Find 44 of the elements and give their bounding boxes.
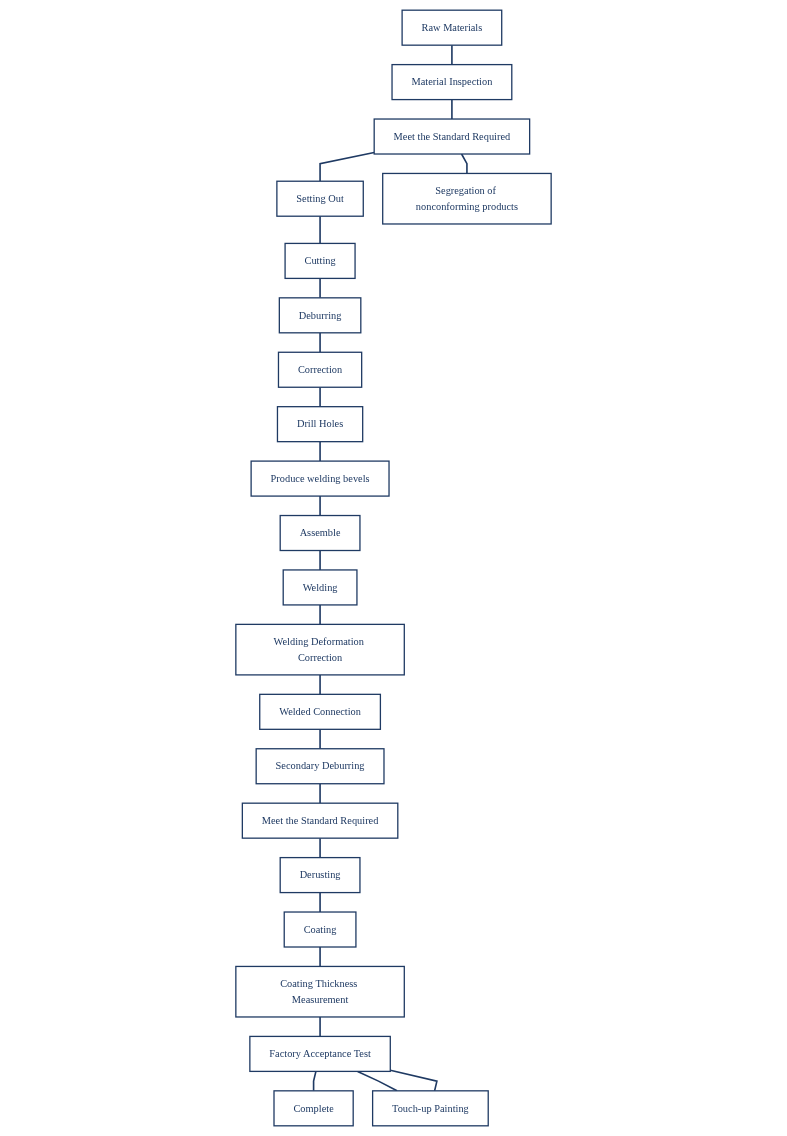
connector xyxy=(319,440,321,462)
node-box: Welded Connection xyxy=(259,693,382,730)
connector xyxy=(319,946,321,968)
node-box: Coating Thickness Measurement xyxy=(235,965,405,1018)
node-box: Drill Holes xyxy=(276,406,364,443)
connector xyxy=(319,728,321,750)
node-box: Welding xyxy=(282,569,358,606)
node-box: Cutting xyxy=(284,242,356,280)
node-box: Material Inspection xyxy=(391,63,513,101)
node-box: Touch-up Painting xyxy=(371,1090,489,1127)
connector xyxy=(451,44,453,66)
node-box: Complete xyxy=(273,1090,354,1127)
node-box: Welding Deformation Correction xyxy=(235,623,405,676)
connector xyxy=(319,837,321,859)
connector xyxy=(460,153,468,175)
node-box: Assemble xyxy=(279,514,361,552)
connector xyxy=(319,332,321,354)
connector xyxy=(319,782,321,804)
connector xyxy=(319,549,321,571)
connector xyxy=(319,1016,321,1038)
connector xyxy=(319,604,321,626)
node-box: Meet the Standard Required xyxy=(241,802,399,839)
connector xyxy=(356,1070,398,1092)
connector xyxy=(319,151,375,183)
node-box: Deburring xyxy=(278,297,362,334)
node-box: Meet the Standard Required xyxy=(373,118,531,155)
connector xyxy=(451,98,453,120)
connector xyxy=(319,674,321,696)
connector xyxy=(319,277,321,299)
node-box: Secondary Deburring xyxy=(255,748,385,785)
connector xyxy=(319,891,321,913)
node-box: Derusting xyxy=(279,856,361,894)
node-box: Produce welding bevels xyxy=(250,460,390,497)
node-box: Segregation of nonconforming products xyxy=(382,172,552,225)
node-box: Setting Out xyxy=(276,180,364,217)
node-box: Raw Materials xyxy=(401,9,503,46)
node-box: Coating xyxy=(283,911,357,948)
connector xyxy=(389,1069,438,1092)
connector xyxy=(319,215,321,245)
connector xyxy=(319,495,321,517)
connector xyxy=(319,386,321,408)
connector xyxy=(312,1070,317,1092)
node-box: Correction xyxy=(277,351,363,388)
node-box: Factory Acceptance Test xyxy=(249,1035,391,1073)
